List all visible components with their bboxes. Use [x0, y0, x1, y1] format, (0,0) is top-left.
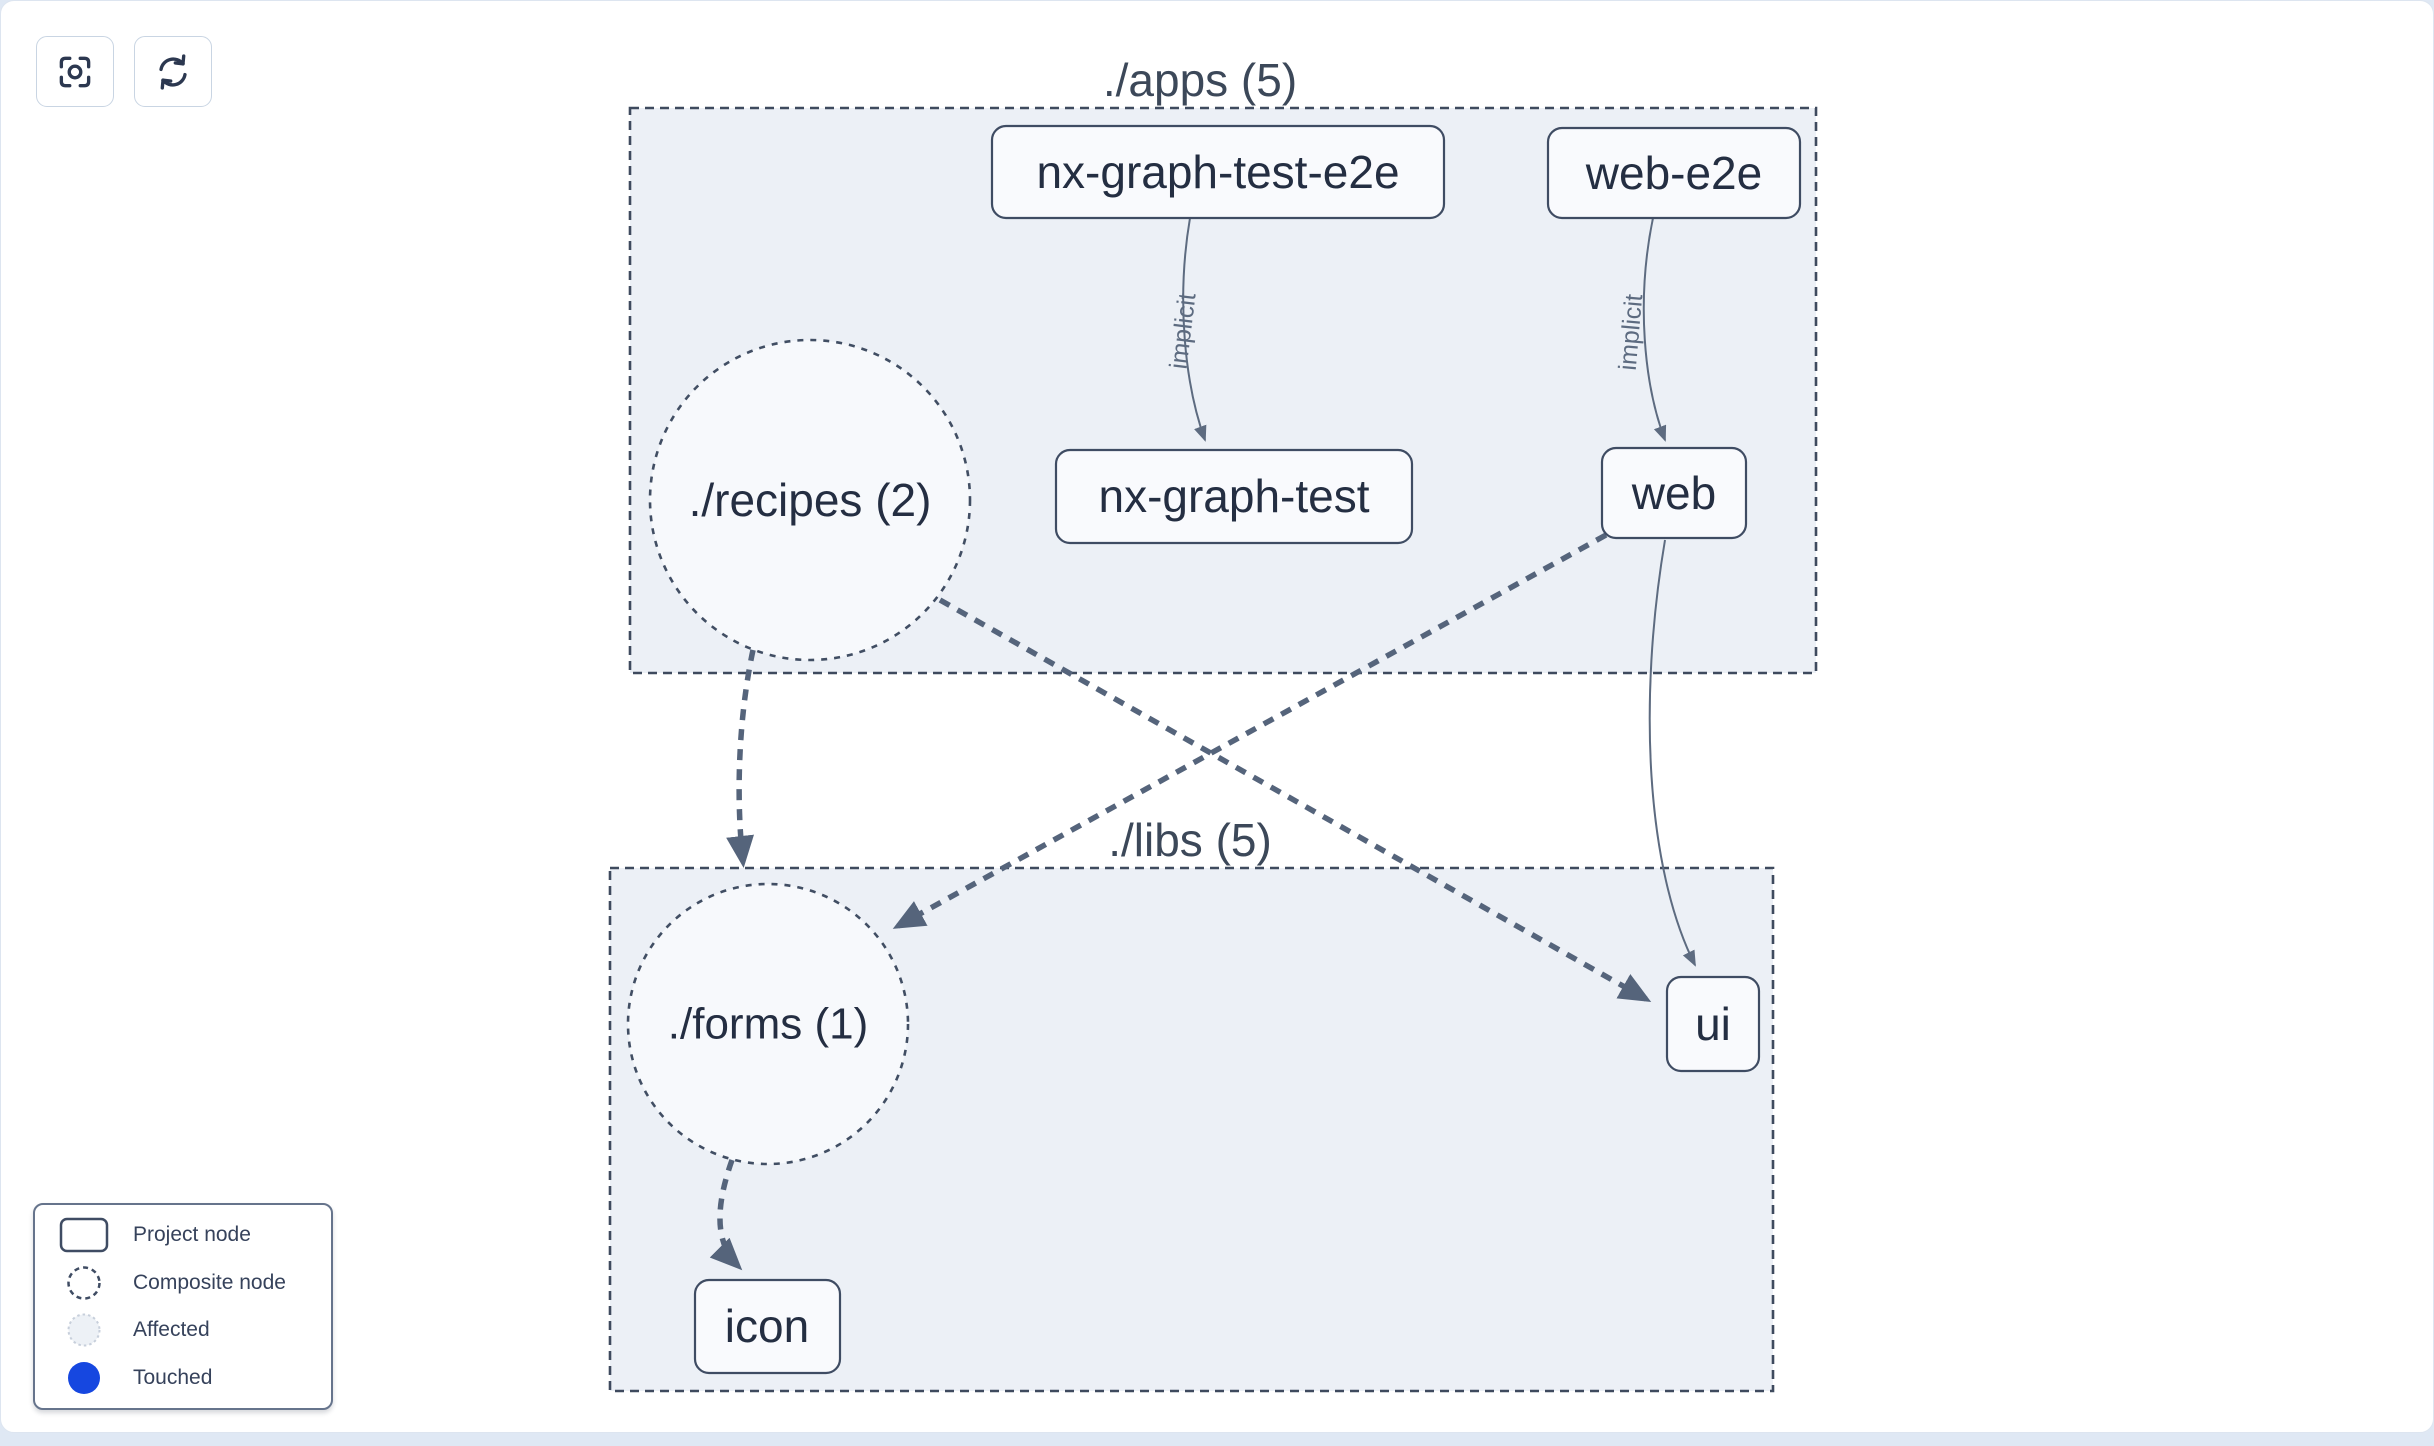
edge-forms-to-icon[interactable]	[709, 1159, 743, 1271]
legend-row-composite-node: Composite node	[35, 1259, 331, 1307]
edge-nx-graph-test-e2e-to-nx-graph-test[interactable]	[1182, 217, 1207, 442]
focus-graph-button[interactable]	[36, 36, 114, 107]
legend-label: Composite node	[133, 1270, 286, 1294]
composite-node-swatch-icon	[35, 1263, 133, 1303]
edge-web-to-forms[interactable]	[892, 532, 1608, 929]
node-web[interactable]: web	[1600, 446, 1748, 540]
node-nx-graph-test-label: nx-graph-test	[1098, 470, 1369, 522]
legend: Project node Composite node Affected Tou…	[33, 1203, 333, 1410]
edge-label-implicit: implicit	[1614, 293, 1649, 372]
edge-recipes-to-ui[interactable]	[938, 597, 1652, 1002]
touched-swatch-icon	[35, 1358, 133, 1398]
cluster-apps-title: ./apps (5)	[1103, 54, 1297, 106]
node-ui-label: ui	[1695, 998, 1731, 1050]
edge-web-to-ui[interactable]	[1648, 539, 1696, 967]
composite-node-recipes-label: ./recipes (2)	[689, 474, 932, 526]
composite-node-forms-circle[interactable]	[626, 882, 910, 1166]
node-web-e2e-label: web-e2e	[1585, 147, 1762, 199]
node-nx-graph-test[interactable]: nx-graph-test	[1054, 448, 1414, 545]
node-web-box[interactable]	[1600, 446, 1748, 540]
node-web-e2e-box[interactable]	[1546, 126, 1802, 220]
edges	[709, 217, 1696, 1271]
node-web-label: web	[1631, 467, 1716, 519]
edge-recipes-to-forms[interactable]	[726, 649, 756, 868]
node-web-e2e[interactable]: web-e2e	[1546, 126, 1802, 220]
node-ui[interactable]: ui	[1665, 975, 1761, 1073]
node-nx-graph-test-box[interactable]	[1054, 448, 1414, 545]
composite-node-forms[interactable]: ./forms (1)	[626, 882, 910, 1166]
legend-label: Project node	[133, 1222, 251, 1246]
legend-row-project-node: Project node	[35, 1211, 331, 1259]
legend-label: Affected	[133, 1318, 210, 1342]
legend-label: Touched	[133, 1366, 213, 1390]
node-nx-graph-test-e2e-box[interactable]	[990, 124, 1446, 220]
node-nx-graph-test-e2e-label: nx-graph-test-e2e	[1036, 146, 1399, 198]
composite-node-recipes-circle[interactable]	[648, 338, 972, 662]
project-node-swatch-icon	[35, 1215, 133, 1255]
node-nx-graph-test-e2e[interactable]: nx-graph-test-e2e	[990, 124, 1446, 220]
composite-node-recipes[interactable]: ./recipes (2)	[648, 338, 972, 662]
focus-crosshair-icon	[59, 56, 91, 87]
refresh-graph-button[interactable]	[134, 36, 212, 107]
legend-row-affected: Affected	[35, 1307, 331, 1355]
composite-node-forms-label: ./forms (1)	[668, 1000, 868, 1049]
toolbar	[36, 36, 212, 107]
cluster-libs-title: ./libs (5)	[1108, 814, 1272, 866]
node-icon[interactable]: icon	[693, 1278, 842, 1375]
node-icon-label: icon	[725, 1300, 809, 1352]
node-icon-box[interactable]	[693, 1278, 842, 1375]
refresh-icon	[159, 53, 187, 90]
edge-web-e2e-to-web[interactable]	[1642, 217, 1667, 442]
affected-swatch-icon	[35, 1310, 133, 1350]
node-ui-box[interactable]	[1665, 975, 1761, 1073]
legend-row-touched: Touched	[35, 1354, 331, 1402]
